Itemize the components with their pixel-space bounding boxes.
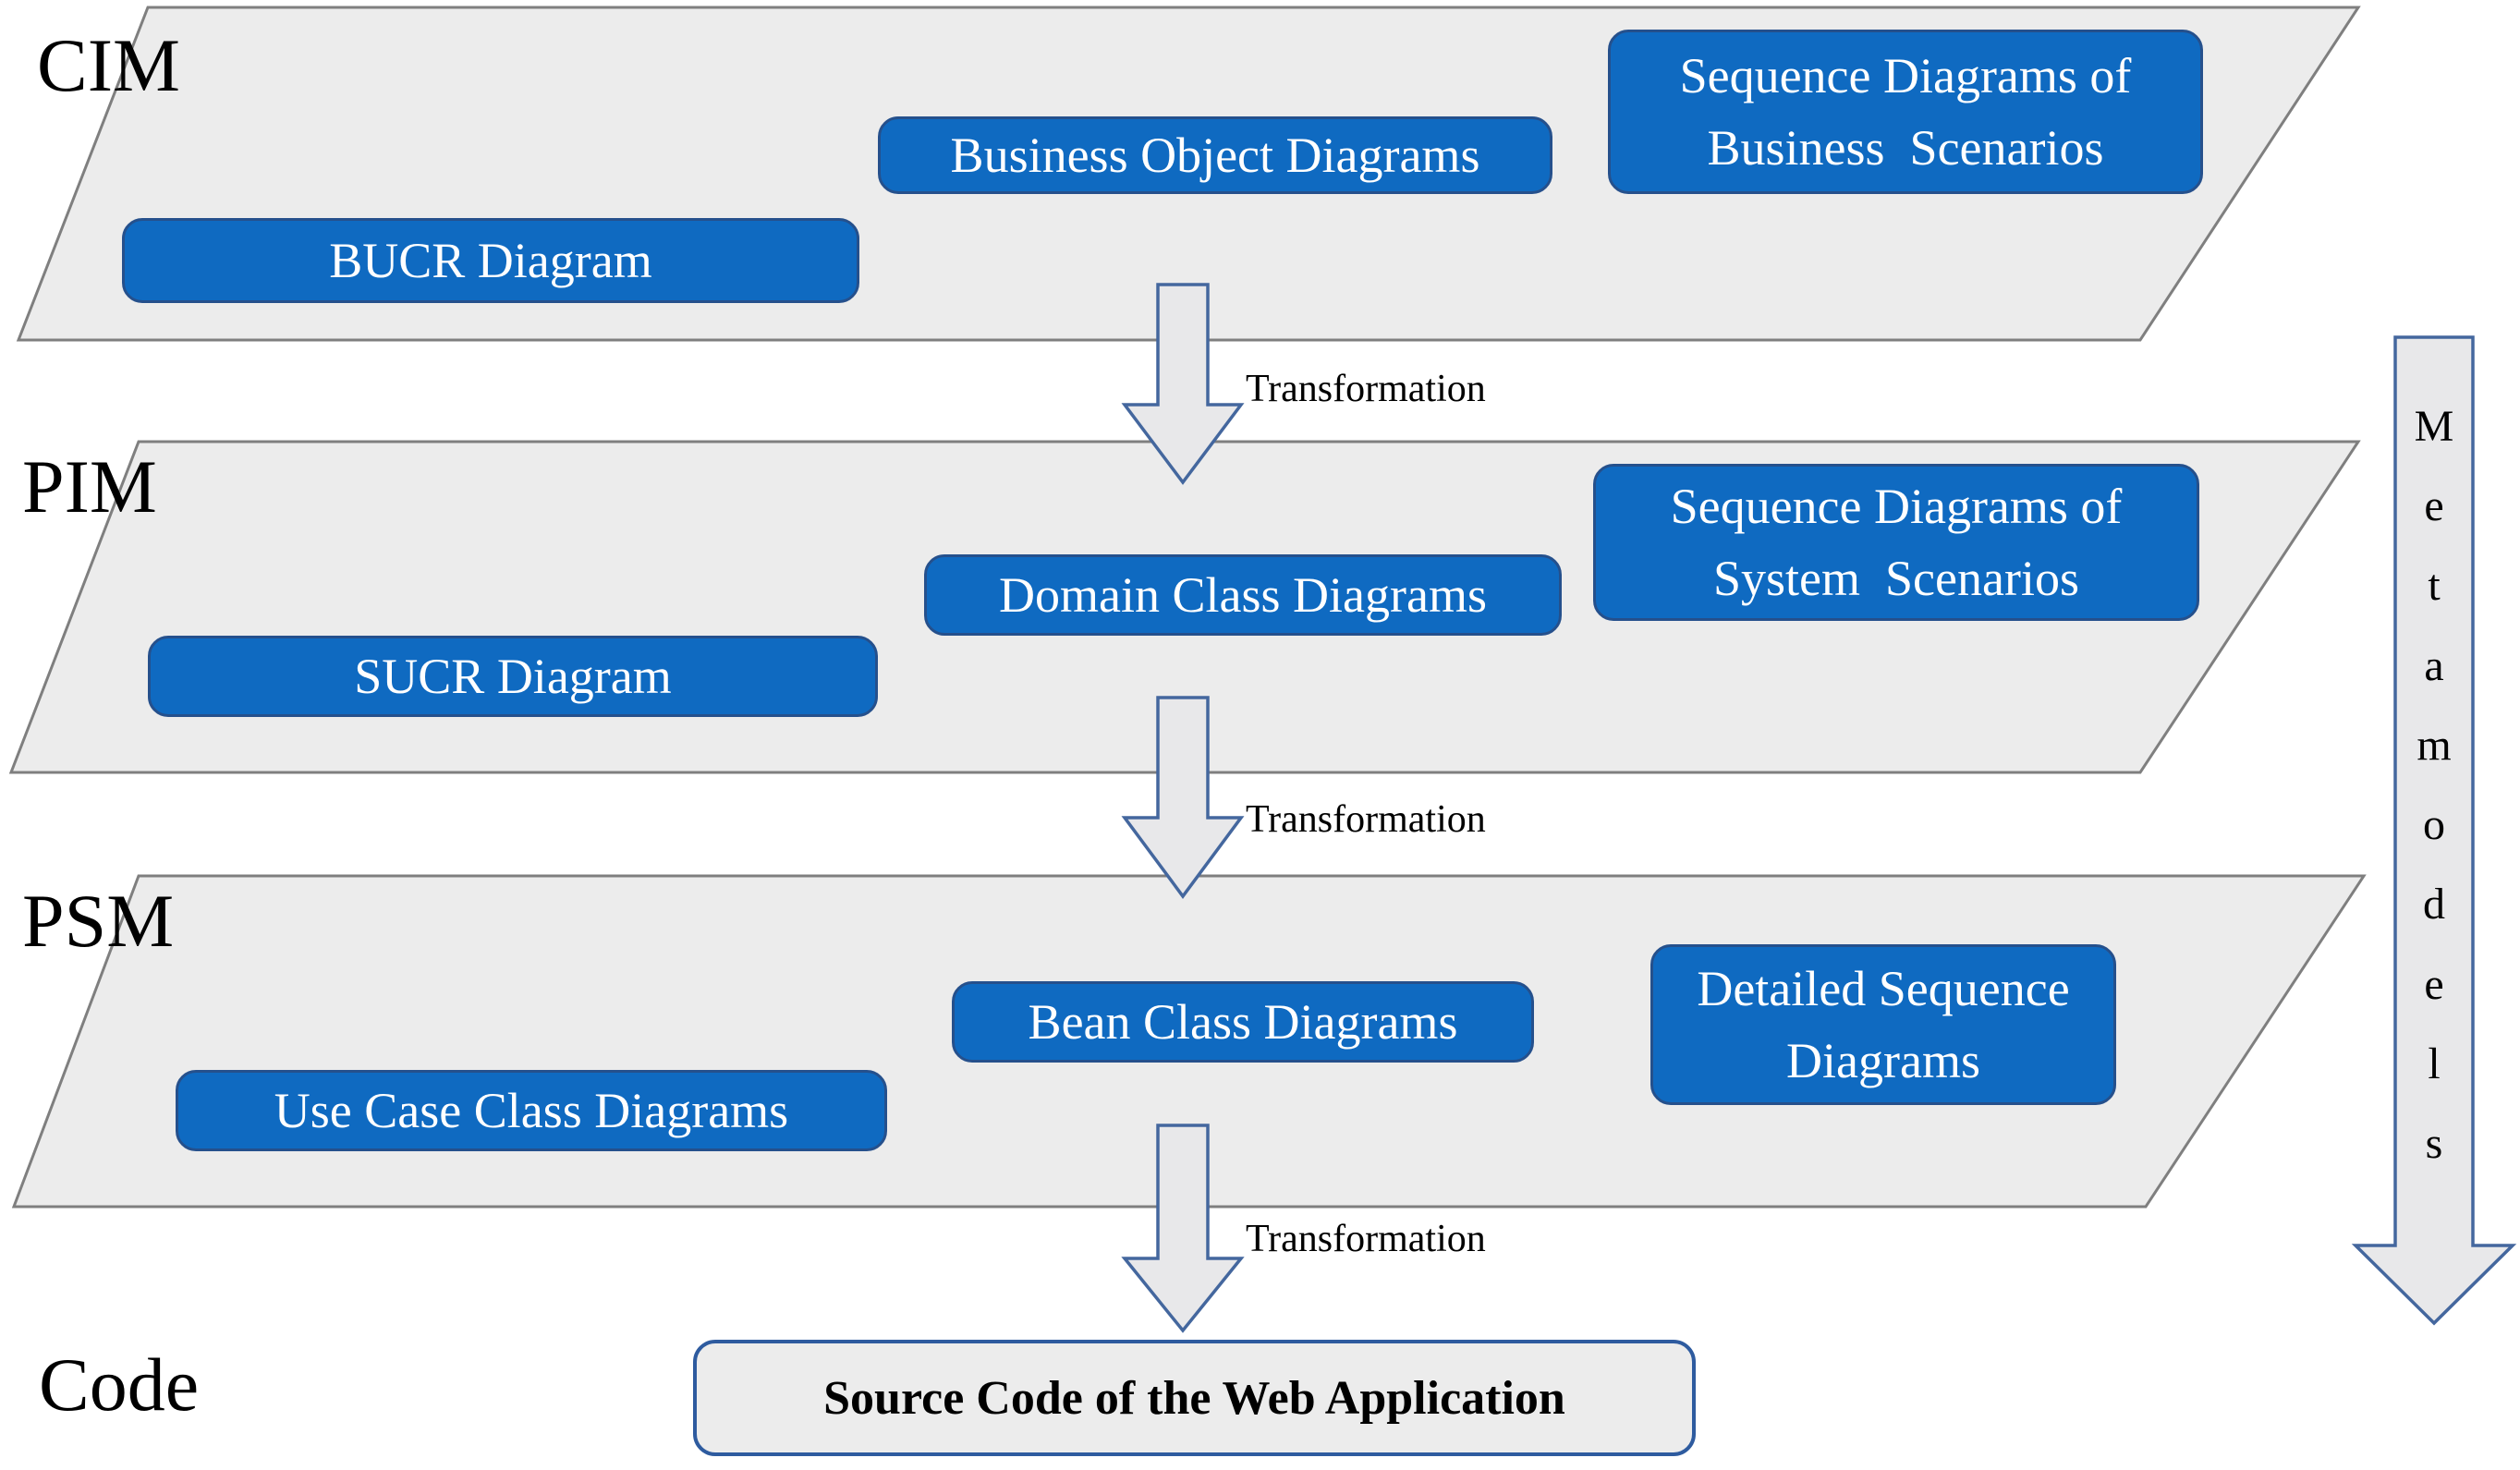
metamodels-arrow-icon [2351,335,2517,1326]
layer-label-psm: PSM [22,879,175,963]
transformation-arrow-1-icon [1121,283,1245,485]
transformation-arrow-3-icon [1121,1124,1245,1333]
box-domain-class-diagrams: Domain Class Diagrams [924,554,1562,636]
layer-label-pim: PIM [22,444,157,528]
box-bucr-diagram: BUCR Diagram [122,218,859,303]
transformation-label-1: Transformation [1246,368,1486,410]
box-business-object-diagrams: Business Object Diagrams [878,116,1552,194]
metamodels-letter: e [2424,959,2444,1009]
metamodels-letter: M [2414,402,2454,451]
box-sequence-diagrams-business-scenarios: Sequence Diagrams of Business Scenarios [1608,30,2203,194]
metamodels-letter: a [2424,640,2444,690]
layer-label-cim: CIM [37,23,180,107]
box-use-case-class-diagrams: Use Case Class Diagrams [176,1070,887,1151]
code-label: Code [39,1342,200,1427]
source-code-box: Source Code of the Web Application [693,1340,1696,1456]
metamodels-letter: d [2423,880,2445,929]
transformation-label-3: Transformation [1246,1218,1486,1260]
metamodels-letter: l [2428,1039,2441,1088]
box-sequence-diagrams-system-scenarios: Sequence Diagrams of System Scenarios [1593,464,2199,621]
metamodels-letter: t [2428,561,2441,611]
box-detailed-sequence-diagrams: Detailed Sequence Diagrams [1650,944,2116,1105]
transformation-arrow-2-icon [1121,696,1245,899]
box-bean-class-diagrams: Bean Class Diagrams [952,981,1534,1063]
metamodels-letter: e [2424,481,2444,531]
metamodels-letter: s [2425,1118,2443,1168]
metamodels-letter: o [2423,800,2445,850]
transformation-label-2: Transformation [1246,798,1486,841]
box-sucr-diagram: SUCR Diagram [148,636,878,717]
metamodels-letter: m [2417,720,2452,770]
